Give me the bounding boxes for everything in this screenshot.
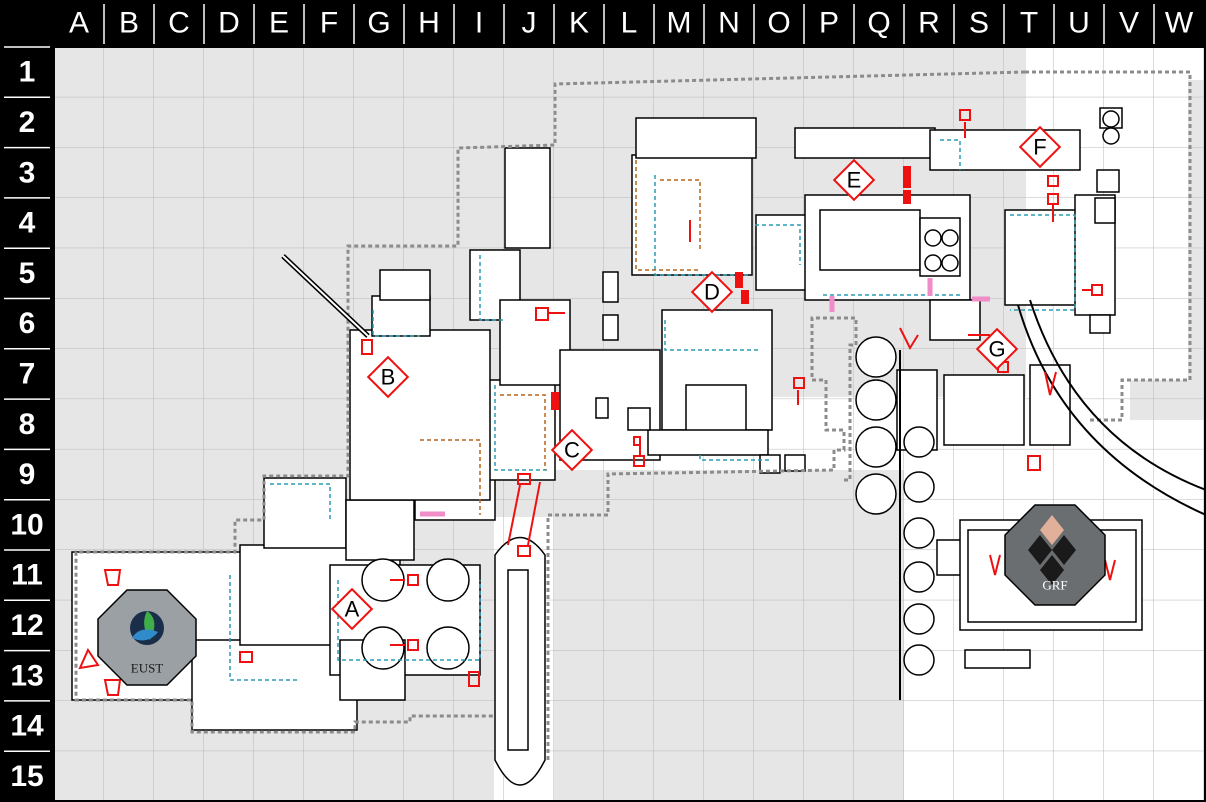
row-label: 15 (10, 760, 43, 793)
column-label: N (718, 7, 740, 40)
column-label: R (918, 7, 940, 40)
column-label: E (269, 7, 289, 40)
column-label: D (218, 7, 240, 40)
blue-dashed-routes (229, 139, 1076, 681)
svg-text:C: C (564, 438, 580, 463)
row-label: 2 (19, 106, 36, 139)
zone-marker-g[interactable]: G (975, 327, 1019, 371)
column-label: B (119, 7, 139, 40)
row-label: 7 (19, 357, 36, 390)
column-label: F (320, 7, 338, 40)
svg-text:A: A (345, 597, 360, 622)
column-label: L (621, 7, 638, 40)
zone-marker-c[interactable]: C (550, 428, 594, 472)
row-label: 3 (19, 156, 36, 189)
rail-track (899, 299, 1206, 700)
column-label: J (522, 7, 537, 40)
eust-logo: EUST (97, 589, 197, 686)
storage-tanks-right (855, 110, 1120, 676)
zone-marker-b[interactable]: B (366, 355, 410, 399)
row-label: 11 (11, 559, 43, 592)
svg-text:E: E (847, 168, 862, 193)
column-label: P (819, 7, 839, 40)
map-border (53, 46, 1206, 802)
row-label: 10 (10, 508, 43, 541)
svg-text:D: D (704, 280, 720, 305)
row-label: 5 (19, 257, 36, 290)
column-label: G (367, 7, 390, 40)
equipment-markers (78, 109, 1116, 696)
orange-dashed-routes (420, 160, 701, 515)
zone-marker-d[interactable]: D (690, 270, 734, 314)
row-header-bar (0, 0, 54, 802)
column-label: U (1068, 7, 1090, 40)
svg-text:G: G (988, 337, 1005, 362)
row-label: 13 (10, 659, 43, 692)
zone-markers: A B C D E F G (330, 125, 1062, 631)
column-label: A (69, 7, 89, 40)
red-blocks (551, 166, 911, 410)
zone-marker-f[interactable]: F (1018, 125, 1062, 169)
zone-marker-a[interactable]: A (330, 587, 374, 631)
column-label: K (569, 7, 589, 40)
column-label: S (969, 7, 989, 40)
column-label: V (1119, 7, 1139, 40)
column-label: O (767, 7, 790, 40)
column-label: H (418, 7, 440, 40)
row-label: 12 (10, 609, 43, 642)
row-label: 8 (19, 408, 36, 441)
site-boundary (74, 70, 1192, 760)
column-label: Q (867, 7, 890, 40)
eust-logo-text: EUST (131, 661, 164, 676)
pink-markers (420, 278, 990, 517)
column-label: M (667, 7, 692, 40)
grf-logo: GRF (1004, 504, 1106, 606)
svg-text:F: F (1033, 135, 1046, 160)
row-label: 9 (19, 458, 36, 491)
grf-logo-text: GRF (1042, 578, 1067, 593)
svg-text:B: B (381, 365, 396, 390)
ship (494, 536, 546, 786)
row-label: 4 (19, 207, 36, 240)
row-label: 1 (19, 56, 36, 89)
column-label: W (1165, 7, 1194, 40)
row-label: 14 (10, 710, 44, 743)
zone-marker-e[interactable]: E (832, 158, 876, 202)
column-label: T (1020, 7, 1038, 40)
column-header-bar (0, 0, 1206, 47)
column-label: C (168, 7, 190, 40)
column-label: I (475, 7, 483, 40)
storage-tanks-a (361, 558, 470, 670)
row-label: 6 (19, 307, 36, 340)
